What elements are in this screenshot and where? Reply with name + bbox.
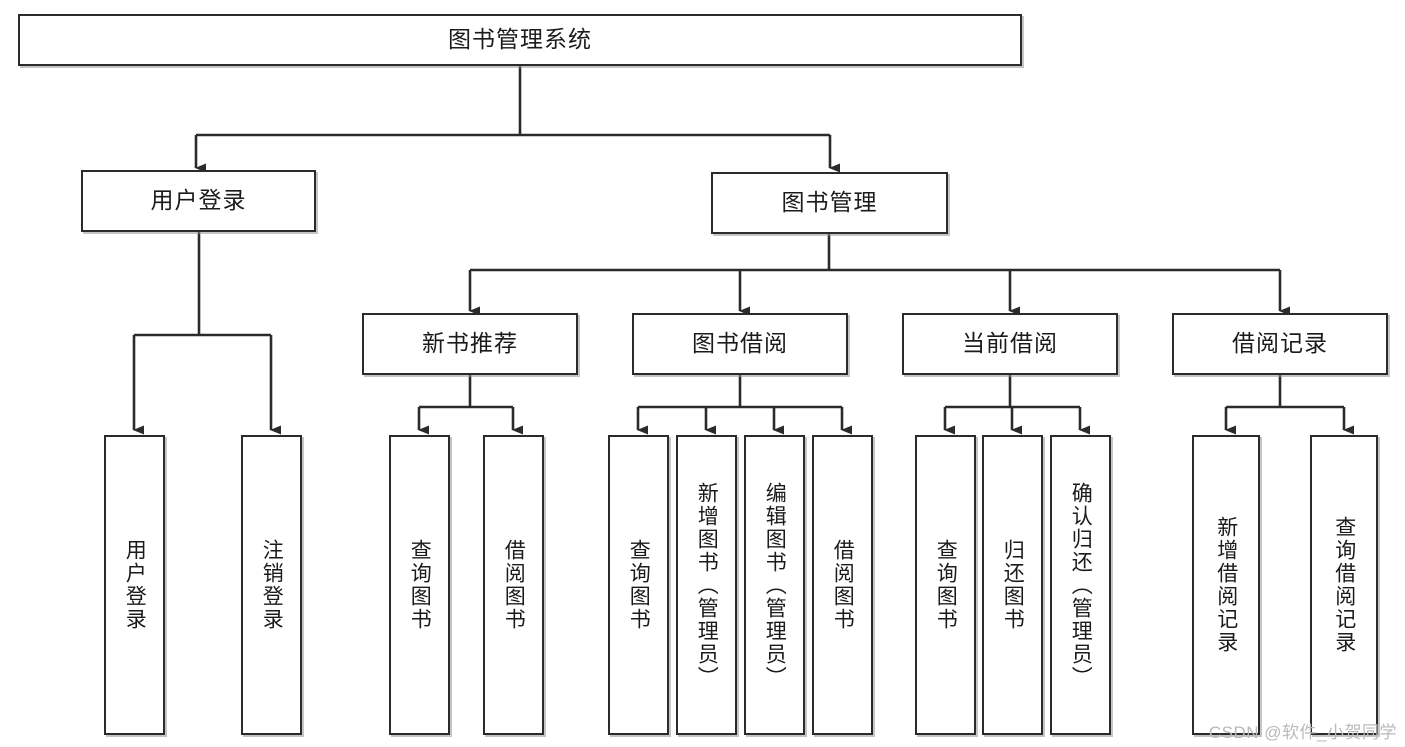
node-leaf-add-book[interactable]: 新增图书（管理员） xyxy=(676,435,737,735)
node-label: 借阅图书 xyxy=(502,539,526,631)
node-label: 图书借阅 xyxy=(692,330,788,357)
node-leaf-query-book-1[interactable]: 查询图书 xyxy=(389,435,450,735)
node-leaf-query-book-2[interactable]: 查询图书 xyxy=(608,435,669,735)
node-leaf-return-book[interactable]: 归还图书 xyxy=(982,435,1043,735)
node-new-book-recommend[interactable]: 新书推荐 xyxy=(362,313,578,375)
node-label: 用户登录 xyxy=(123,539,147,631)
node-book-borrow[interactable]: 图书借阅 xyxy=(632,313,848,375)
node-leaf-user-login[interactable]: 用户登录 xyxy=(104,435,165,735)
node-leaf-query-record[interactable]: 查询借阅记录 xyxy=(1310,435,1378,735)
node-label: 用户登录 xyxy=(150,187,247,214)
node-label: 新增借阅记录 xyxy=(1214,516,1238,654)
node-label: 编辑图书（管理员） xyxy=(763,481,787,689)
node-label: 确认归还（管理员） xyxy=(1069,481,1093,689)
node-current-borrow[interactable]: 当前借阅 xyxy=(902,313,1118,375)
node-leaf-add-record[interactable]: 新增借阅记录 xyxy=(1192,435,1260,735)
node-label: 查询图书 xyxy=(934,539,958,631)
node-label: 借阅记录 xyxy=(1232,330,1328,357)
node-label: 当前借阅 xyxy=(962,330,1058,357)
node-label: 注销登录 xyxy=(260,539,284,631)
node-root-book-management-system[interactable]: 图书管理系统 xyxy=(18,14,1022,66)
node-label: 图书管理系统 xyxy=(448,26,592,53)
node-label: 新书推荐 xyxy=(422,330,518,357)
node-leaf-borrow-book-2[interactable]: 借阅图书 xyxy=(812,435,873,735)
node-user-login[interactable]: 用户登录 xyxy=(81,170,316,232)
node-label: 归还图书 xyxy=(1001,539,1025,631)
node-label: 查询图书 xyxy=(627,539,651,631)
node-leaf-confirm-return[interactable]: 确认归还（管理员） xyxy=(1050,435,1111,735)
node-leaf-logout[interactable]: 注销登录 xyxy=(241,435,302,735)
node-label: 借阅图书 xyxy=(831,539,855,631)
csdn-watermark: CSDN @软件_小贺同学 xyxy=(1208,723,1397,742)
node-label: 查询图书 xyxy=(408,539,432,631)
node-leaf-edit-book[interactable]: 编辑图书（管理员） xyxy=(744,435,805,735)
node-leaf-borrow-book-1[interactable]: 借阅图书 xyxy=(483,435,544,735)
node-book-management[interactable]: 图书管理 xyxy=(711,172,948,234)
node-label: 查询借阅记录 xyxy=(1332,516,1356,654)
node-leaf-query-book-3[interactable]: 查询图书 xyxy=(915,435,976,735)
node-borrow-record[interactable]: 借阅记录 xyxy=(1172,313,1388,375)
node-label: 新增图书（管理员） xyxy=(695,481,719,689)
node-label: 图书管理 xyxy=(781,189,878,216)
